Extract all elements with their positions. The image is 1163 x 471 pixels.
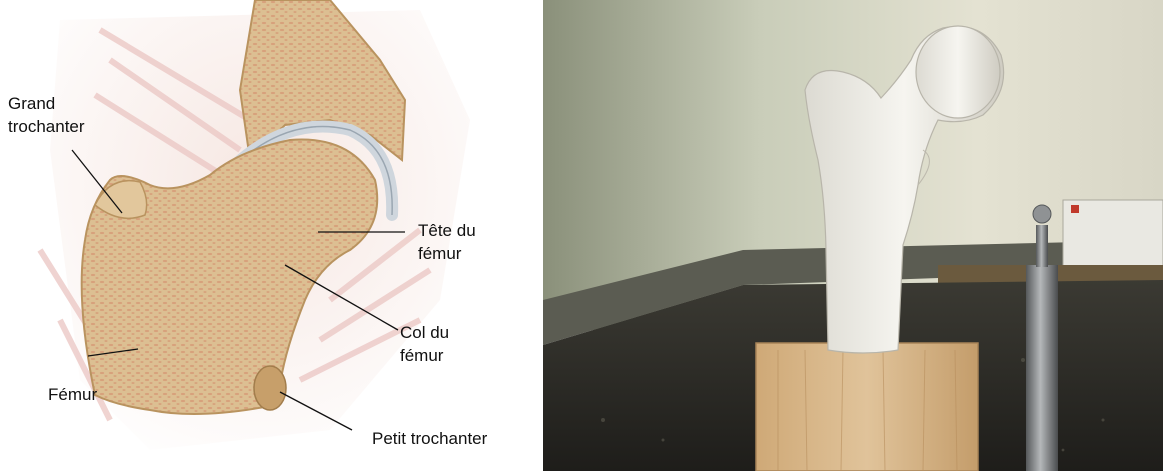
lesser-trochanter-shape — [254, 366, 286, 410]
label-grand-trochanter: Grand trochanter — [8, 92, 85, 138]
metal-pin-ball — [1033, 205, 1051, 223]
label-tete-du-femur: Tête du fémur — [418, 219, 476, 265]
label-col-du-femur: Col du fémur — [400, 321, 449, 367]
femur-model-head — [916, 26, 1000, 118]
photo-scene — [543, 0, 1163, 471]
label-petit-trochanter: Petit trochanter — [372, 427, 487, 450]
femur-model-photo — [543, 0, 1163, 471]
metal-pin — [1026, 265, 1058, 471]
hip-anatomy-illustration: Grand trochanter Tête du fémur Col du fé… — [0, 0, 540, 471]
label-femur: Fémur — [48, 383, 97, 406]
wooden-block — [756, 343, 978, 471]
